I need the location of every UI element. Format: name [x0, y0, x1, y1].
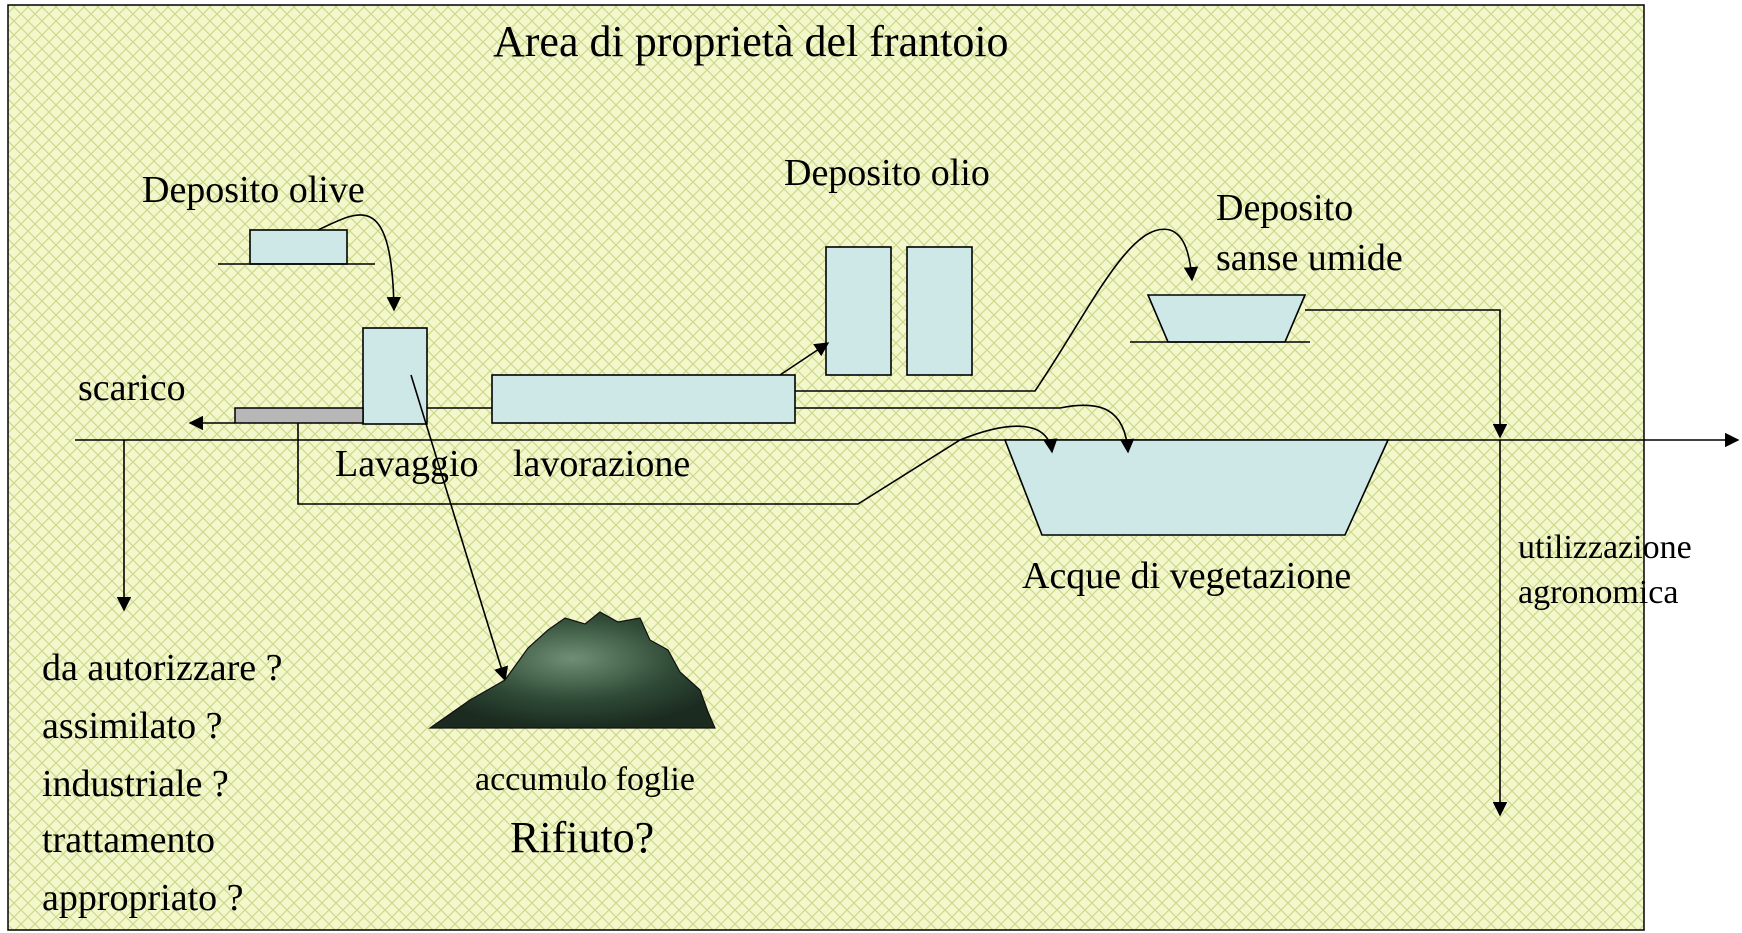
question-1: da autorizzare ?	[42, 647, 283, 689]
label-deposito-olio: Deposito olio	[784, 152, 990, 194]
label-deposito-olive: Deposito olive	[142, 169, 365, 211]
processing-unit	[491, 374, 796, 424]
label-utilizzazione-1: utilizzazione	[1518, 529, 1692, 566]
label-acque-vegetazione: Acque di vegetazione	[1022, 555, 1351, 597]
question-5: appropriato ?	[42, 877, 244, 919]
label-deposito-sanse-2: sanse umide	[1216, 237, 1403, 279]
vegetation-water-basin	[1003, 439, 1390, 536]
line-processing-to-basin	[795, 404, 1135, 454]
washing-unit	[362, 327, 428, 425]
label-lavaggio: Lavaggio	[335, 443, 479, 485]
line-pomace-to-agronomic	[1305, 309, 1508, 439]
diagram-title: Area di proprietà del frantoio	[493, 17, 1009, 66]
arrow-washing-to-leaves	[410, 374, 509, 682]
label-accumulo-foglie: accumulo foglie	[475, 761, 695, 798]
olive-storage	[249, 229, 348, 265]
oil-tank-1	[825, 246, 892, 376]
label-utilizzazione-2: agronomica	[1518, 574, 1679, 611]
line-processing-to-pomace	[795, 228, 1199, 392]
label-deposito-sanse-1: Deposito	[1216, 187, 1353, 229]
pomace-storage	[1146, 294, 1307, 343]
discharge-pipe	[234, 407, 364, 424]
question-4: trattamento	[42, 819, 215, 861]
arrow-olive-to-washing	[317, 214, 401, 312]
line-washing-to-basin	[297, 423, 1058, 505]
label-rifiuto: Rifiuto?	[510, 813, 654, 862]
label-lavorazione: lavorazione	[513, 443, 690, 485]
label-scarico: scarico	[78, 367, 186, 409]
question-2: assimilato ?	[42, 705, 222, 747]
oil-tank-2	[906, 246, 973, 376]
leaf-heap	[428, 611, 716, 729]
property-area	[7, 4, 1645, 931]
arrow-processing-to-oil	[779, 342, 830, 376]
question-3: industriale ?	[42, 763, 229, 805]
